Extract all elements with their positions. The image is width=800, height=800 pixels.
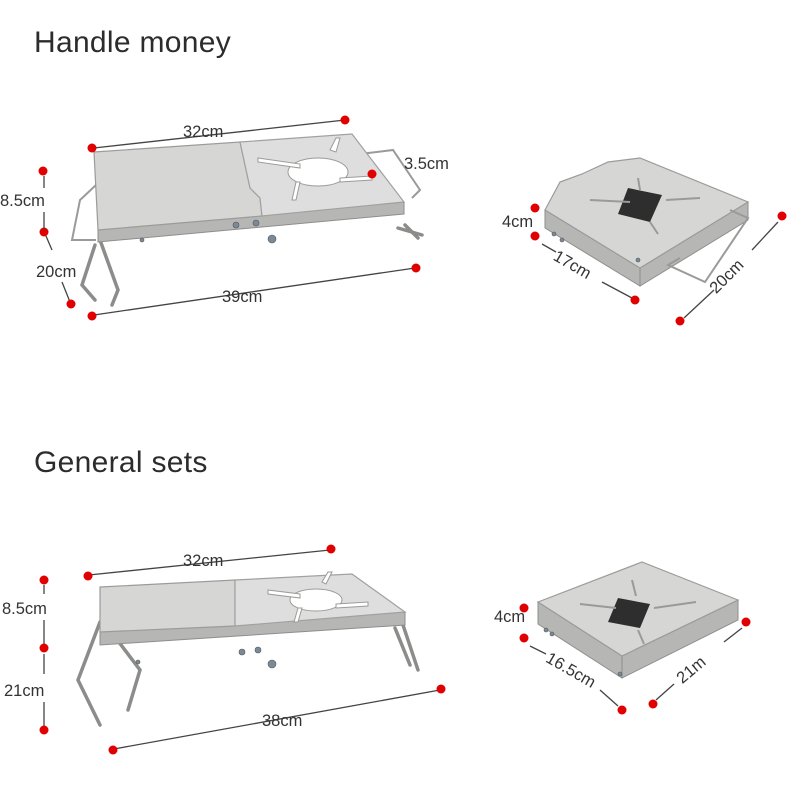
marker-dot bbox=[87, 311, 97, 321]
dim-folded-thickness-label: 4cm bbox=[502, 213, 533, 231]
rivet-icon bbox=[267, 659, 277, 669]
dim-length-label: 38cm bbox=[262, 712, 302, 730]
marker-dot bbox=[519, 603, 529, 613]
marker-dot bbox=[83, 571, 93, 581]
marker-dot bbox=[367, 169, 377, 179]
marker-dot bbox=[648, 699, 658, 709]
marker-dot bbox=[39, 725, 49, 735]
dim-line-folded-width bbox=[529, 645, 547, 655]
rivet-icon bbox=[559, 237, 565, 243]
rivet-icon bbox=[252, 219, 260, 227]
table-top-left bbox=[99, 579, 236, 633]
burner-cutout bbox=[267, 571, 369, 623]
section-title-handle: Handle money bbox=[34, 26, 232, 59]
rivet-icon bbox=[543, 627, 549, 633]
rivet-icon bbox=[549, 631, 555, 637]
folded-table-handle-figure: 4cm 17cm 20cm bbox=[502, 157, 787, 326]
rivet-icon bbox=[238, 648, 246, 656]
dim-line-leg bbox=[45, 235, 53, 251]
right-handle bbox=[359, 148, 422, 199]
marker-dot bbox=[617, 705, 627, 715]
marker-dot bbox=[741, 617, 751, 627]
marker-dot bbox=[87, 143, 97, 153]
marker-dot bbox=[411, 263, 421, 273]
dim-leg-label: 20cm bbox=[36, 263, 76, 281]
dim-leg-label: 21cm bbox=[4, 682, 44, 700]
dim-folded-length-label: 20cm bbox=[706, 256, 747, 297]
dim-folded-length-label: 21m bbox=[673, 653, 709, 687]
dim-line-top bbox=[93, 119, 346, 149]
marker-dot bbox=[66, 299, 76, 309]
marker-dot bbox=[340, 115, 350, 125]
burner-cutout bbox=[257, 137, 373, 201]
burner-window bbox=[618, 188, 662, 222]
table-top-left bbox=[93, 141, 263, 231]
left-handle bbox=[70, 184, 97, 241]
marker-dot bbox=[39, 643, 49, 653]
marker-dot bbox=[777, 211, 787, 221]
section-title-general: General sets bbox=[34, 446, 208, 479]
dim-line-top bbox=[88, 549, 331, 576]
marker-dot bbox=[519, 633, 529, 643]
rivet-icon bbox=[139, 237, 145, 243]
dim-line-folded-length bbox=[723, 627, 743, 643]
marker-dot bbox=[38, 166, 48, 176]
marker-dot bbox=[530, 203, 540, 213]
dim-height-label: 8.5cm bbox=[0, 192, 45, 210]
rivet-icon bbox=[135, 659, 141, 665]
left-leg bbox=[80, 243, 97, 302]
dim-line-length bbox=[113, 689, 441, 750]
marker-dot bbox=[675, 316, 685, 326]
dim-length-label: 39cm bbox=[222, 288, 262, 306]
marker-dot bbox=[108, 745, 118, 755]
left-leg bbox=[76, 620, 102, 727]
dim-top-label: 32cm bbox=[183, 123, 223, 141]
dim-height-label: 8.5cm bbox=[2, 600, 47, 618]
dim-top-label: 32cm bbox=[183, 552, 223, 570]
rivet-icon bbox=[232, 221, 240, 229]
rivet-icon bbox=[267, 234, 277, 244]
dim-line-length bbox=[93, 267, 416, 316]
burner-window bbox=[608, 598, 650, 628]
dim-line-folded-length bbox=[751, 221, 779, 251]
left-leg-back bbox=[98, 238, 120, 307]
dim-folded-thickness-label: 4cm bbox=[494, 608, 525, 626]
open-table-general-figure: 32cm 8.5cm 21cm 38cm bbox=[2, 544, 446, 755]
rivet-icon bbox=[617, 671, 623, 677]
marker-dot bbox=[436, 684, 446, 694]
dim-handle-label: 3.5cm bbox=[404, 155, 449, 173]
marker-dot bbox=[39, 575, 49, 585]
marker-dot bbox=[326, 544, 336, 554]
folded-table-general-figure: 4cm 16.5cm 21m bbox=[494, 561, 751, 715]
rivet-icon bbox=[635, 257, 641, 263]
right-leg bbox=[400, 620, 420, 672]
marker-dot bbox=[530, 231, 540, 241]
rivet-icon bbox=[254, 646, 262, 654]
marker-dot bbox=[39, 227, 49, 237]
dim-line-folded-width bbox=[541, 243, 557, 253]
folded-handle bbox=[665, 209, 750, 284]
open-table-handle-figure: 32cm 8.5cm 20cm 39cm 3.5cm bbox=[0, 115, 449, 321]
rivet-icon bbox=[551, 231, 557, 237]
marker-dot bbox=[630, 295, 640, 305]
